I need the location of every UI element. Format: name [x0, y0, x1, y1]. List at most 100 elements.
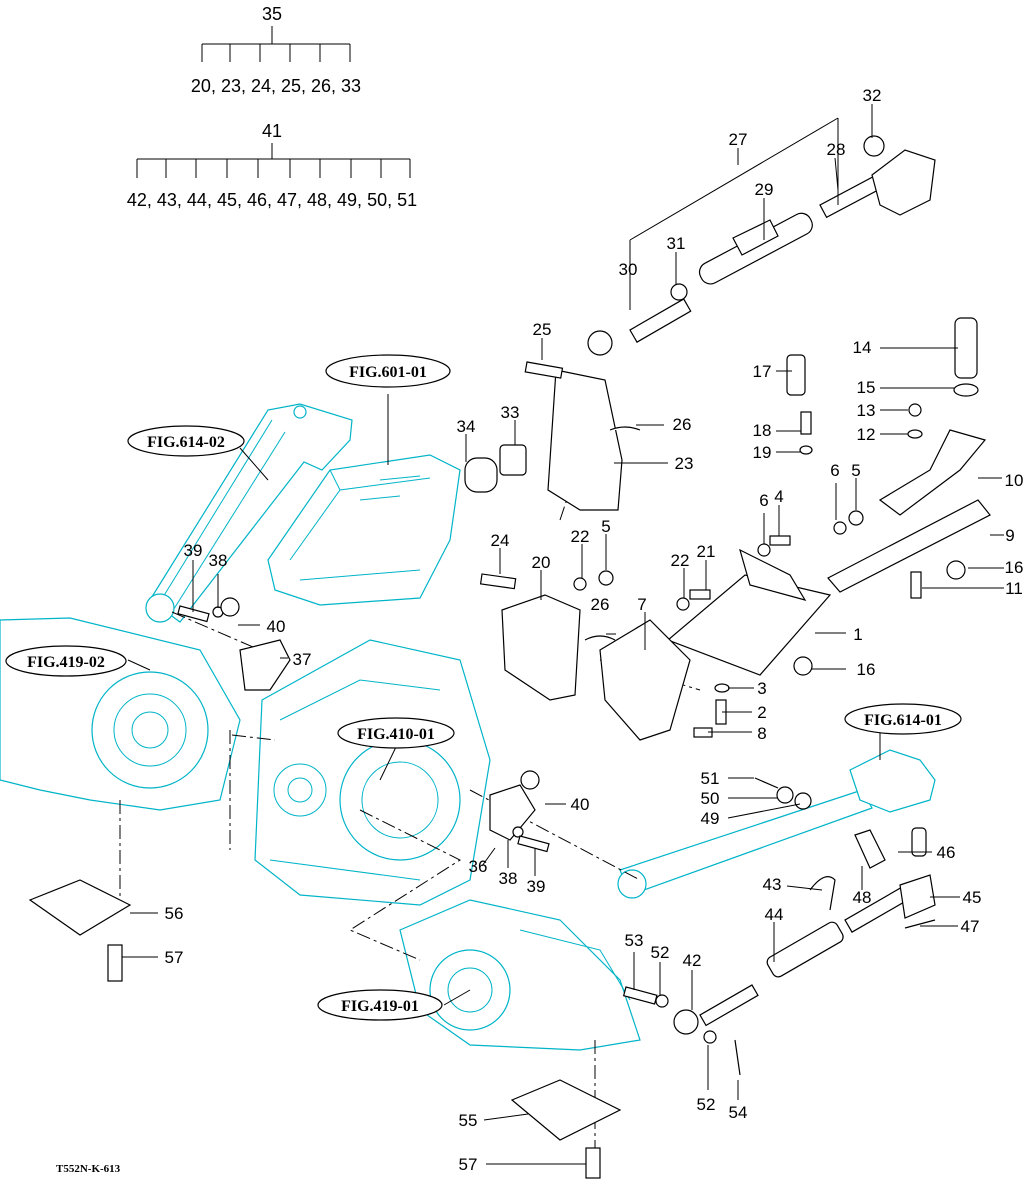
washer-12 — [907, 429, 923, 439]
callout-51: 51 — [701, 769, 720, 788]
bracket-20 — [501, 594, 581, 701]
screw-48 — [854, 829, 886, 869]
pin-54 — [734, 1039, 741, 1076]
callout-17: 17 — [753, 362, 772, 381]
bar-10 — [878, 429, 987, 516]
fig-ref-419-01[interactable]: FIG.419-01 — [317, 989, 443, 1021]
callout-55: 55 — [459, 1111, 478, 1130]
pin-40-top — [220, 597, 240, 617]
callout-34: 34 — [457, 417, 476, 436]
callout-22: 22 — [571, 527, 590, 546]
ref-hydraulic-housing-fig601 — [267, 454, 461, 606]
fig-ref-614-01[interactable]: FIG.614-01 — [844, 703, 962, 735]
fig-ref-614-02[interactable]: FIG.614-02 — [127, 425, 245, 457]
hook-end-28 — [871, 149, 936, 216]
callout-38-top: 38 — [209, 551, 228, 570]
pin-51 — [754, 777, 779, 789]
pin-40-low — [520, 770, 540, 790]
plate-56 — [28, 879, 132, 936]
tube-44 — [766, 921, 844, 978]
callout-40-low: 40 — [571, 795, 590, 814]
callout-42: 42 — [683, 951, 702, 970]
fig-ref-419-02[interactable]: FIG.419-02 — [5, 645, 127, 677]
callout-39-low: 39 — [527, 877, 546, 896]
callout-25: 25 — [533, 320, 552, 339]
group-tree-35: 35 20, 23, 24, 25, 26, 33 — [191, 4, 361, 96]
ref-top-link-bracket-fig614-02 — [145, 403, 353, 623]
pin-47 — [904, 919, 936, 929]
handle-29 — [732, 219, 779, 256]
callout-7: 7 — [637, 595, 646, 614]
bracket-1-wall — [739, 548, 807, 601]
screw-30 — [629, 298, 692, 343]
pin-26-top — [609, 426, 641, 431]
callout-31: 31 — [667, 234, 686, 253]
bracket-36 — [489, 784, 536, 841]
group-35-parent: 35 — [262, 4, 282, 24]
bolt-18 — [800, 411, 812, 435]
callout-1: 1 — [853, 625, 862, 644]
screw-42 — [699, 984, 759, 1027]
callout-27: 27 — [729, 130, 748, 149]
washer-6-left — [757, 543, 771, 557]
callout-24: 24 — [491, 531, 510, 550]
pin-43 — [809, 876, 836, 911]
callout-3: 3 — [757, 679, 766, 698]
svg-text:FIG.419-01: FIG.419-01 — [341, 998, 419, 1015]
callout-36: 36 — [469, 857, 488, 876]
svg-text:FIG.410-01: FIG.410-01 — [357, 726, 435, 743]
bolt-4 — [769, 535, 791, 546]
leader-lines — [122, 104, 1004, 1165]
bracket-23 — [547, 369, 623, 511]
callout-16-right: 16 — [1005, 558, 1024, 577]
callout-26-low: 26 — [591, 595, 610, 614]
callout-23: 23 — [675, 454, 694, 473]
callout-43: 43 — [763, 875, 782, 894]
callout-52-top: 52 — [651, 943, 670, 962]
fig-ref-410-01[interactable]: FIG.410-01 — [337, 717, 455, 749]
screw-28 — [819, 176, 881, 219]
callout-5-right: 5 — [851, 461, 860, 480]
cover-7 — [599, 619, 691, 741]
svg-text:FIG.614-01: FIG.614-01 — [864, 712, 942, 729]
group-41-parent: 41 — [262, 121, 282, 141]
bolt-39-low — [517, 835, 550, 853]
turnbuckle-29 — [698, 212, 813, 285]
washer-52-low — [703, 1030, 717, 1044]
plate-55 — [510, 1079, 622, 1141]
nut-5-right — [848, 510, 864, 526]
spring-34 — [464, 457, 498, 493]
callout-40-top: 40 — [267, 617, 286, 636]
eye-end-42 — [673, 1009, 699, 1035]
fig-ref-601-01[interactable]: FIG.601-01 — [325, 354, 451, 388]
callout-19: 19 — [753, 443, 772, 462]
callout-13: 13 — [857, 401, 876, 420]
callout-45: 45 — [963, 888, 982, 907]
washer-38-low — [512, 826, 524, 838]
callout-57-low: 57 — [459, 1155, 478, 1174]
pin-46 — [911, 827, 927, 857]
collar-33 — [499, 444, 527, 476]
callout-6-right: 6 — [830, 461, 839, 480]
callout-29: 29 — [755, 180, 774, 199]
callout-33: 33 — [501, 403, 520, 422]
pin-16-low — [793, 656, 813, 676]
ref-axle-housing-fig419-02 — [0, 617, 241, 811]
callout-49: 49 — [701, 809, 720, 828]
callout-15: 15 — [857, 378, 876, 397]
callout-5: 5 — [601, 517, 610, 536]
callout-26-top: 26 — [673, 415, 692, 434]
callout-14: 14 — [853, 338, 872, 357]
callout-38-low: 38 — [499, 869, 518, 888]
bolt-57-low — [585, 1147, 601, 1179]
washer-19 — [799, 445, 813, 455]
eye-end-30 — [587, 330, 613, 356]
ref-axle-housing-fig419-01 — [399, 899, 641, 1051]
washer-52-top — [655, 994, 669, 1008]
svg-text:FIG.614-02: FIG.614-02 — [147, 434, 225, 451]
pin-16-right — [946, 560, 966, 580]
bolt-21 — [689, 589, 711, 600]
group-35-children: 20, 23, 24, 25, 26, 33 — [191, 76, 361, 96]
